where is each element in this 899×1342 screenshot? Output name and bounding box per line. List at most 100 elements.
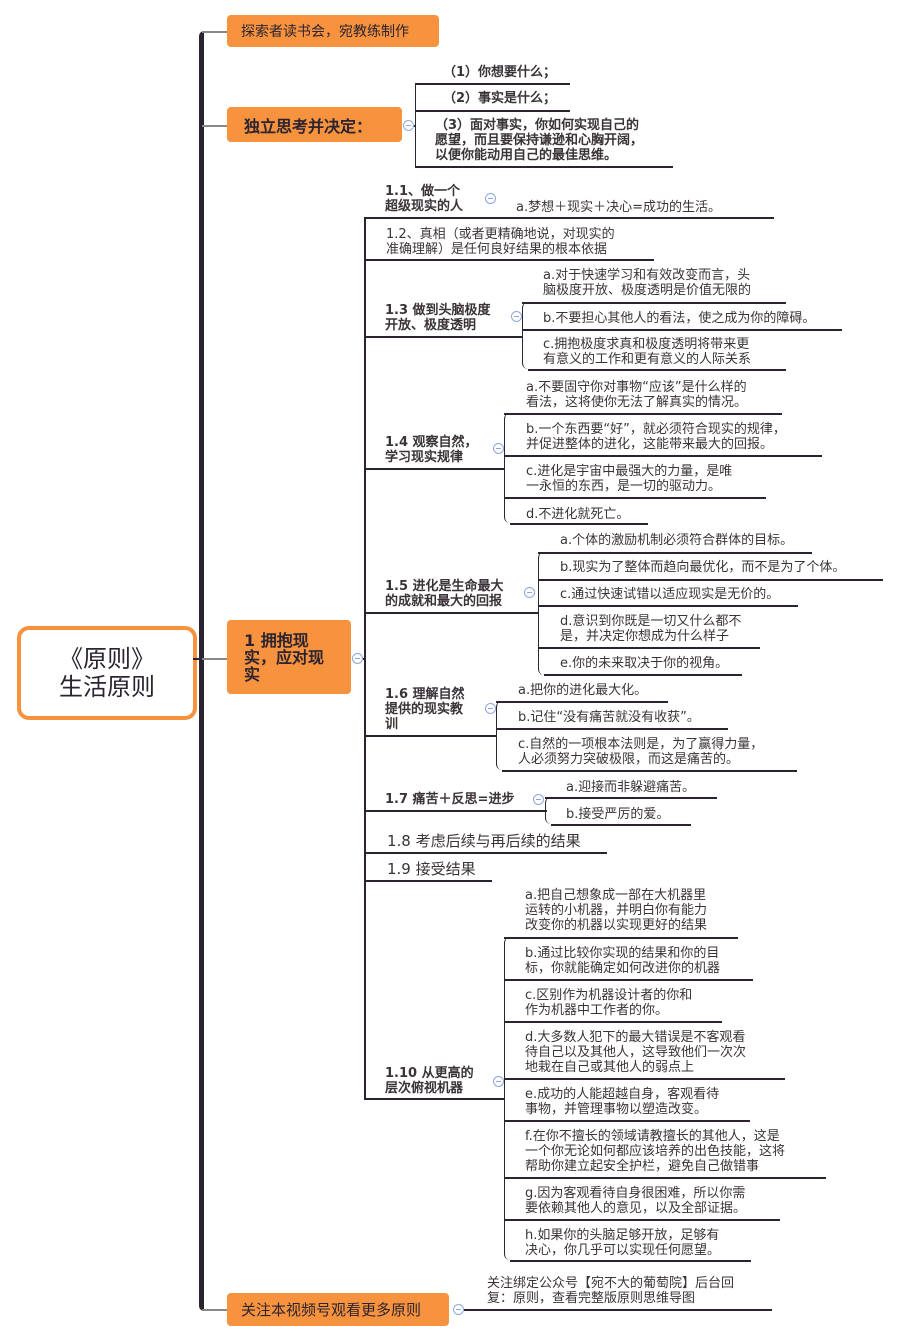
underline [504,455,822,457]
underline [538,647,760,649]
section-1-1-item-a: a.梦想＋现实＋决心=成功的生活。 [516,200,721,215]
root-node[interactable]: 《原则》生活原则 [17,626,197,720]
section-1-1-label: 1.1、做一个 超级现实的人 [385,184,464,214]
section-1-5-item-e: e.你的未来取决于你的视角。 [560,656,729,671]
collapse-icon[interactable] [485,703,496,714]
section-1-9-label: 1.9 接受结果 [387,860,476,878]
think-label: 独立思考并决定： [244,116,373,136]
follow-label: 关注本视频号观看更多原则 [241,1301,422,1319]
underline [364,852,607,854]
collapse-icon[interactable] [485,193,496,204]
follow-connector [202,1309,228,1311]
bracket [504,937,513,1260]
section-1-5-item-d: d.意识到你既是一切又什么都不 是，并决定你想成为什么样子 [560,614,742,644]
underline [510,1260,751,1262]
underline [538,605,798,607]
section-1-2-label: 1.2、真相（或者更精确地说，对现实的 准确理解）是任何良好结果的根本依据 [386,227,615,257]
underline [504,1177,826,1179]
section-1-6-item-b: b.记住“没有痛苦就没有收获”。 [518,710,700,725]
underline [504,413,782,415]
main-trunk [199,31,204,1311]
underline [415,166,673,168]
underline [504,937,738,939]
think-item-2: （2）事实是什么； [443,91,557,106]
underline [364,612,539,614]
section-1-10-item-a: a.把自己想象成一部在大机器里 运转的小机器，并明白你有能力 改变你的机器以实现… [525,888,708,933]
collapse-icon[interactable] [524,587,535,598]
section-1-6-item-c: c.自然的一项根本法则是，为了赢得力量， 人必须努力突破极限，而这是痛苦的。 [518,737,764,767]
bracket [504,413,513,523]
section-1-7-item-a: a.迎接而非躲避痛苦。 [566,780,696,795]
main-node[interactable]: 1 拥抱现 实，应对现 实 [227,620,351,694]
bracket [496,701,505,770]
section-1-5-item-a: a.个体的激励机制必须符合群体的目标。 [560,533,794,548]
underline [544,674,742,676]
section-1-4-item-b: b.一个东西要“好”，就必须符合现实的规律， 并促进整体的进化，这能带来最大的回… [526,422,786,452]
collapse-icon[interactable] [453,1304,464,1315]
think-bracket [415,83,417,167]
section-1-3-item-c: c.拥抱极度求真和极度透明将带来更 有意义的工作和更有意义的人际关系 [543,337,752,367]
main-bracket [364,217,366,1099]
follow-note: 关注绑定公众号【宛不大的葡萄院】后台回 复：原则，查看完整版原则思维导图 [487,1276,735,1306]
root-subtitle: 生活原则 [59,673,155,701]
section-1-10-item-h: h.如果你的头脑足够开放，足够有 决心，你几乎可以实现任何愿望。 [525,1228,721,1258]
section-1-8-label: 1.8 考虑后续与再后续的结果 [387,832,581,850]
section-1-10-label: 1.10 从更高的 层次俯视机器 [385,1066,474,1096]
underline [551,824,691,826]
underline [496,701,668,703]
section-1-4-item-a: a.不要固守你对事物“应该”是什么样的 看法，这将使你无法了解真实的情况。 [526,380,748,410]
collapse-icon[interactable] [511,311,522,322]
collapse-icon[interactable] [533,794,544,805]
collapse-icon[interactable] [493,1076,504,1087]
underline [415,110,570,112]
section-1-7-item-b: b.接受严厉的爱。 [566,807,670,822]
follow-node[interactable]: 关注本视频号观看更多原则 [227,1293,449,1326]
think-connector [202,125,228,127]
underline [364,1098,505,1100]
section-1-10-item-e: e.成功的人能超越自身，客观看待 事物，并管理事物以塑造改变。 [525,1087,720,1117]
underline [502,770,797,772]
collapse-icon[interactable] [493,443,504,454]
section-1-3-item-b: b.不要担心其他人的看法，使之成为你的障碍。 [543,311,816,326]
underline [364,259,654,261]
section-1-3-item-a: a.对于快速学习和有效改变而言，头 脑极度开放、极度透明是价值无限的 [543,268,752,298]
section-1-5-item-b: b.现实为了整体而趋向最优化，而不是为了个体。 [560,560,846,575]
underline [364,735,497,737]
section-1-5-label: 1.5 进化是生命最大 的成就和最大的回报 [385,579,504,609]
top-node-label: 探索者读书会，宛教练制作 [241,24,409,40]
underline [364,217,774,219]
section-1-4-label: 1.4 观察自然， 学习现实规律 [385,435,478,465]
section-1-4-item-c: c.进化是宇宙中最强大的力量，是唯 一永恒的东西，是一切的驱动力。 [526,464,733,494]
underline [496,728,728,730]
think-node[interactable]: 独立思考并决定： [227,107,402,142]
bracket [545,797,554,824]
bracket [522,302,531,369]
think-item-3: （3）面对事实，你如何实现自己的 愿望，而且要保持谦逊和心胸开阔， 以便你能动用… [435,118,644,163]
collapse-icon[interactable] [352,653,363,664]
underline [364,336,522,338]
main-connector [202,658,228,660]
think-item-1: （1）你想要什么； [443,65,557,80]
underline [504,497,766,499]
underline [504,979,753,981]
underline [510,523,648,525]
section-1-3-label: 1.3 做到头脑极度 开放、极度透明 [385,303,491,333]
section-1-6-item-a: a.把你的进化最大化。 [518,683,648,698]
underline [464,1309,772,1311]
root-title: 《原则》 [59,645,155,673]
bracket [538,552,547,675]
underline [538,579,883,581]
section-1-4-item-d: d.不进化就死亡。 [526,507,630,522]
underline [364,810,547,812]
section-1-5-item-c: c.通过快速试错以适应现实是无价的。 [560,587,780,602]
underline [528,369,786,371]
underline [504,1219,780,1221]
underline [504,1021,722,1023]
collapse-icon[interactable] [403,120,414,131]
underline [504,1120,750,1122]
underline [504,1078,785,1080]
underline [415,83,570,85]
top-node-connector [202,31,228,33]
top-node[interactable]: 探索者读书会，宛教练制作 [227,15,439,47]
section-1-10-item-b: b.通过比较你实现的结果和你的目 标，你就能确定如何改进你的机器 [525,946,721,976]
